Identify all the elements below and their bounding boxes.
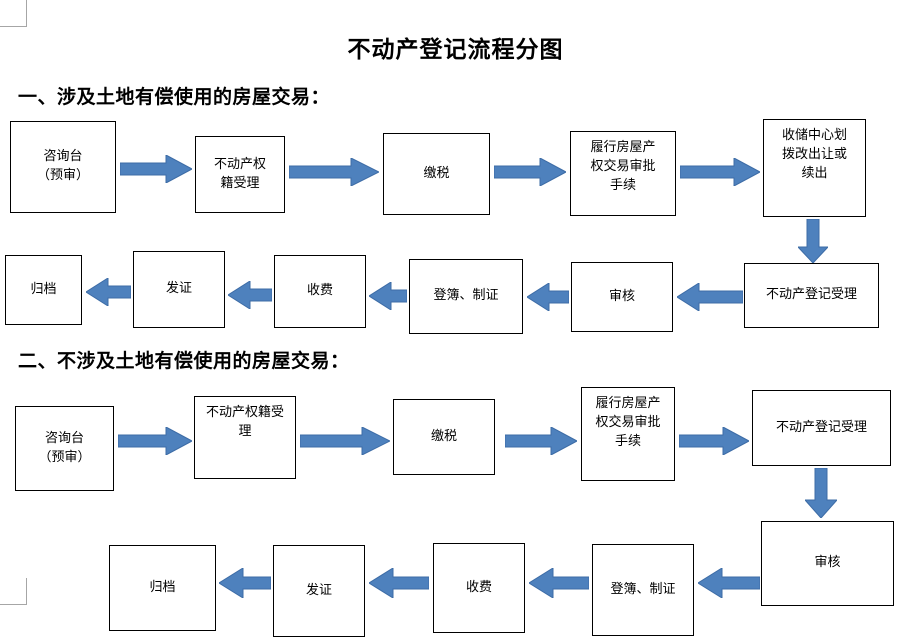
arrow-right-s2-r1-2 — [300, 427, 390, 455]
flow-box-s2-approval[interactable]: 履行房屋产权交易审批手续 — [581, 387, 675, 481]
flow-box-label: 归档 — [149, 579, 176, 595]
flow-box-label: 咨询台（预审） — [38, 430, 91, 465]
flow-box-s2-issue[interactable]: 发证 — [273, 545, 365, 637]
flow-box-label: 履行房屋产权交易审批手续 — [590, 140, 656, 193]
flow-box-s2-tax[interactable]: 缴税 — [393, 399, 495, 475]
flow-box-label: 收储中心划拨改出让或续出 — [781, 128, 847, 181]
flow-box-s1-fee[interactable]: 收费 — [274, 255, 366, 328]
flow-box-s1-registry[interactable]: 不动产权籍受理 — [195, 136, 285, 213]
flow-box-s1-storage[interactable]: 收储中心划拨改出让或续出 — [763, 119, 866, 217]
flow-box-label: 不动产登记受理 — [775, 419, 867, 435]
arrow-left-s2-r2-2 — [529, 568, 589, 598]
arrow-right-s1-r1-2 — [289, 158, 379, 186]
flow-box-s1-approval[interactable]: 履行房屋产权交易审批手续 — [570, 131, 676, 216]
flow-box-s2-registry[interactable]: 不动产权籍受理 — [194, 396, 296, 479]
arrow-left-s2-r2-4 — [219, 568, 271, 598]
flow-box-s2-review[interactable]: 审核 — [761, 521, 894, 606]
flow-box-label: 归档 — [30, 281, 57, 297]
arrow-left-s1-r2-4 — [228, 281, 272, 309]
flow-box-label: 审核 — [608, 288, 635, 304]
arrow-down-s2 — [805, 468, 837, 518]
flow-box-label: 不动产登记受理 — [765, 287, 857, 303]
section-heading-1: 一、涉及土地有偿使用的房屋交易： — [18, 86, 331, 108]
arrow-right-s2-r1-3 — [505, 427, 577, 455]
flow-box-label: 发证 — [305, 582, 332, 598]
section-heading-2: 二、不涉及土地有偿使用的房屋交易： — [18, 350, 350, 372]
page-margin-mark-top-left — [0, 0, 27, 27]
flow-box-s2-consult[interactable]: 咨询台（预审） — [15, 406, 114, 491]
arrow-left-s2-r2-1 — [698, 568, 760, 598]
flow-box-s1-issue[interactable]: 发证 — [133, 251, 225, 328]
flow-box-label: 履行房屋产权交易审批手续 — [595, 396, 661, 449]
flow-box-label: 登簿、制证 — [433, 288, 499, 304]
arrow-left-s1-r2-5 — [86, 278, 131, 306]
flow-box-s1-accept[interactable]: 不动产登记受理 — [744, 263, 879, 328]
arrow-right-s2-r1-4 — [679, 427, 749, 455]
arrow-right-s1-r1-3 — [494, 158, 566, 186]
page-title: 不动产登记流程分图 — [347, 36, 564, 63]
flow-box-label: 缴税 — [430, 428, 457, 444]
flow-box-s1-archive[interactable]: 归档 — [5, 255, 82, 325]
arrow-down-s1 — [798, 219, 828, 263]
flow-box-label: 收费 — [465, 579, 492, 595]
flow-box-s1-tax[interactable]: 缴税 — [383, 133, 490, 215]
arrow-right-s1-r1-1 — [120, 155, 192, 183]
arrow-left-s2-r2-3 — [369, 568, 429, 598]
flow-box-label: 登簿、制证 — [610, 581, 676, 597]
flow-box-s2-fee[interactable]: 收费 — [433, 543, 525, 633]
flow-box-s1-review[interactable]: 审核 — [571, 262, 673, 332]
flow-box-label: 审核 — [814, 555, 841, 571]
flow-box-label: 咨询台（预审） — [36, 149, 89, 183]
flow-box-label: 收费 — [306, 283, 333, 299]
arrow-left-s1-r2-2 — [527, 283, 569, 311]
arrow-right-s2-r1-1 — [118, 427, 192, 455]
page-margin-mark-bottom-left — [0, 578, 27, 605]
flow-box-label: 不动产权籍受理 — [213, 156, 266, 191]
flow-box-s2-accept[interactable]: 不动产登记受理 — [752, 390, 891, 466]
flow-box-s2-archive[interactable]: 归档 — [109, 545, 216, 631]
arrow-right-s1-r1-4 — [680, 158, 760, 186]
flow-box-label: 缴税 — [423, 165, 450, 181]
arrow-left-s1-r2-3 — [369, 282, 407, 310]
flow-box-s2-book[interactable]: 登簿、制证 — [592, 544, 694, 636]
flow-box-s1-consult[interactable]: 咨询台（预审） — [10, 121, 116, 213]
flow-box-label: 发证 — [165, 281, 192, 297]
flow-box-label: 不动产权籍受理 — [205, 405, 284, 439]
flow-box-s1-book[interactable]: 登簿、制证 — [409, 259, 523, 334]
arrow-left-s1-r2-1 — [677, 283, 743, 311]
